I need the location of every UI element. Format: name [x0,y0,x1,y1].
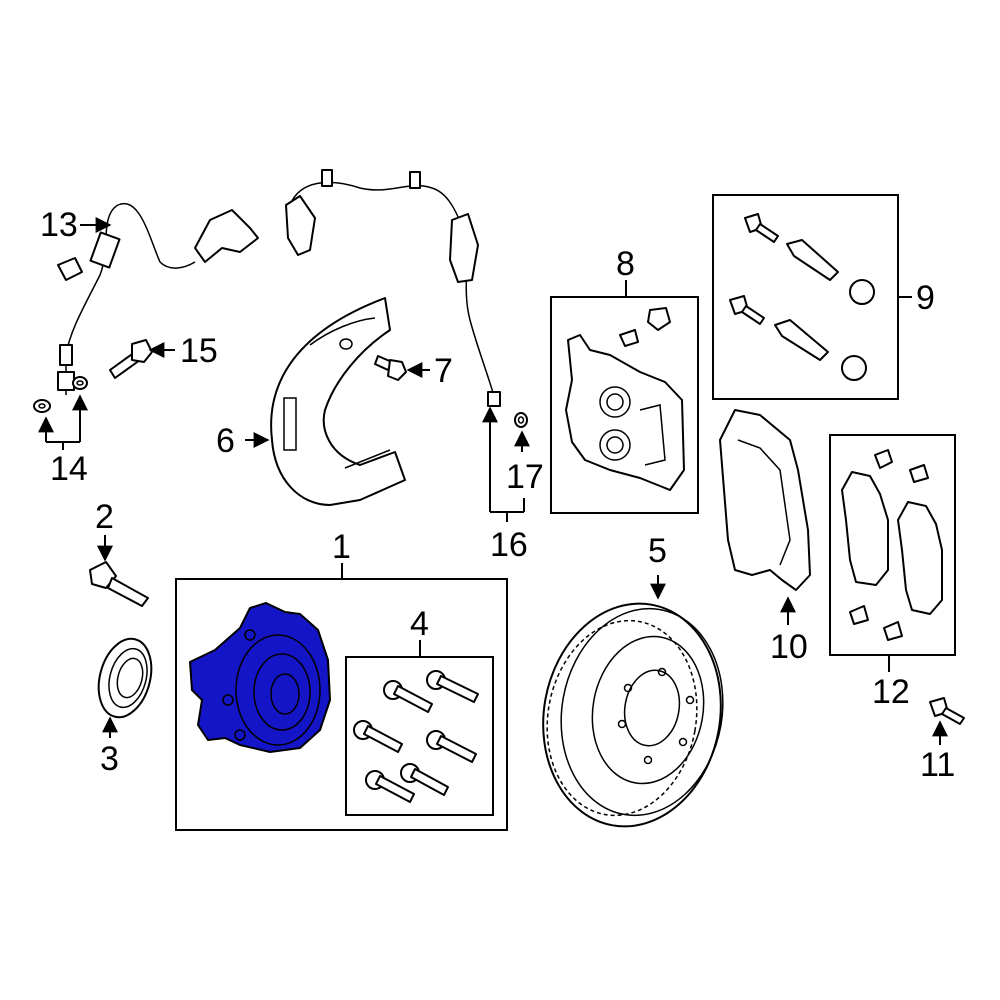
callout-12: 12 [872,673,910,711]
splash-shield[interactable] [270,297,406,506]
callout-1: 1 [332,528,351,566]
guide-bolt-upper[interactable] [744,213,779,243]
leader-16 [489,410,525,522]
wheel-stud-4[interactable] [426,730,477,763]
bolt-7[interactable] [374,355,407,381]
callout-8: 8 [616,245,635,283]
wheel-stud-1[interactable] [383,680,433,713]
brake-rotor[interactable] [526,589,739,840]
brake-pad-outer[interactable] [841,471,889,586]
callout-2: 2 [95,498,114,536]
bolt-2[interactable] [89,561,149,607]
callout-14: 14 [50,450,88,488]
callout-11: 11 [920,746,955,784]
callout-7: 7 [434,352,453,390]
callout-4: 4 [410,605,429,643]
washer-17[interactable] [514,412,528,428]
wheel-stud-3[interactable] [353,720,403,753]
bleeder-screw[interactable] [619,329,639,347]
guide-pin-boot-lower[interactable] [841,355,867,381]
callout-15: 15 [180,332,218,370]
guide-pin-boot-upper[interactable] [849,279,875,305]
callout-3: 3 [100,740,119,778]
wheel-stud-5[interactable] [365,770,415,803]
callout-6: 6 [216,422,235,460]
wheel-stud-6[interactable] [400,763,449,796]
wheel-hub-assembly[interactable] [189,602,331,753]
callout-17: 17 [506,458,544,496]
brake-pad-kit-box [829,434,956,656]
washer-pair[interactable] [33,376,88,413]
brake-pad-inner[interactable] [897,501,943,615]
bolt-11[interactable] [929,697,965,725]
guide-pin-lower[interactable] [774,319,829,361]
callout-5: 5 [648,532,667,570]
callout-9: 9 [916,279,935,317]
bolt-15[interactable] [109,339,153,379]
caliper-bracket[interactable] [719,409,811,591]
callout-13: 13 [40,206,78,244]
abs-sensor-harness-right[interactable] [285,169,501,407]
leader-14 [45,396,81,450]
pad-clip-set[interactable] [849,449,929,641]
brake-caliper[interactable] [565,334,685,491]
wheel-stud-2[interactable] [426,670,479,703]
caliper-group-box [550,296,699,514]
callout-10: 10 [770,628,808,666]
bleeder-cap[interactable] [647,307,671,331]
abs-sensor-harness-left[interactable] [57,202,259,395]
callout-16: 16 [490,526,528,564]
hub-seal[interactable] [90,633,159,723]
guide-bolt-lower[interactable] [729,295,765,325]
guide-pin-upper[interactable] [786,239,839,281]
